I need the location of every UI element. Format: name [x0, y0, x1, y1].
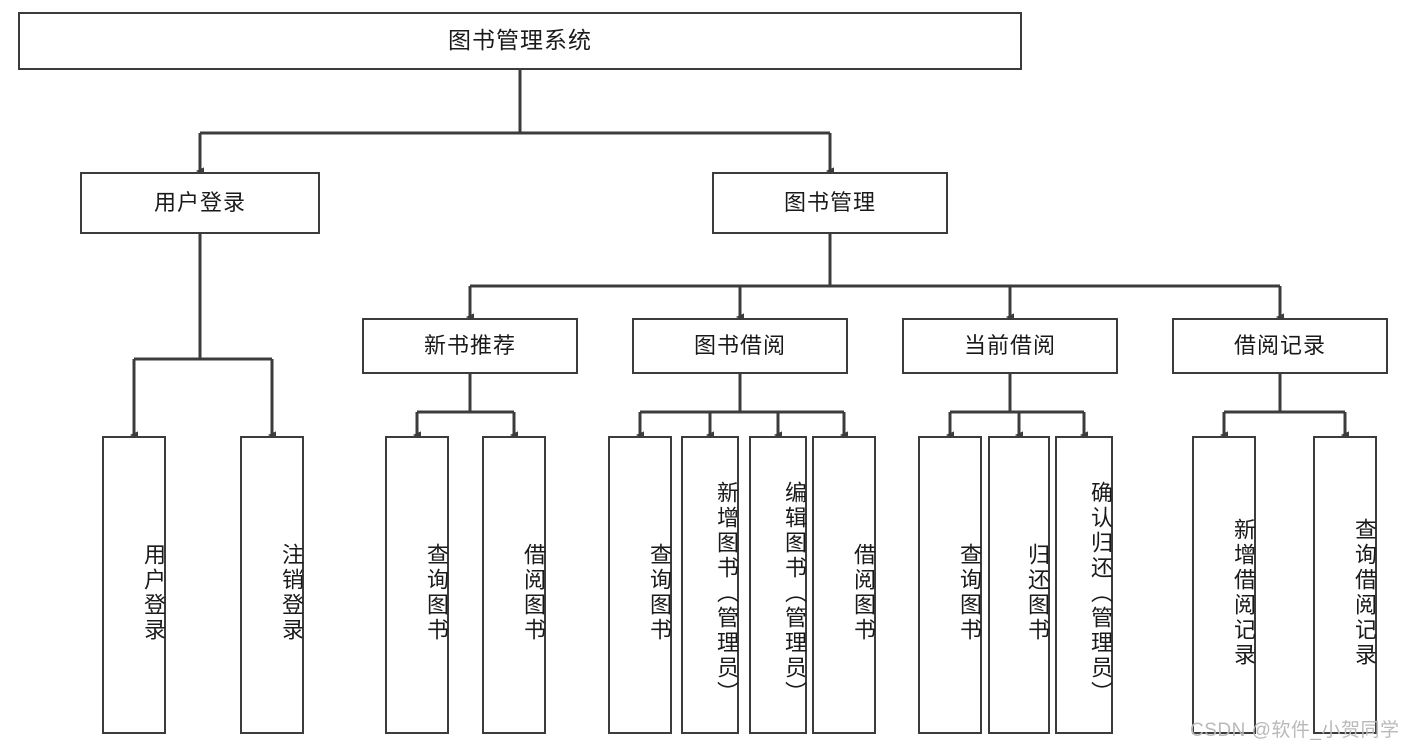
node-label: 借阅图书 — [851, 543, 876, 643]
node-label: 借阅记录 — [1233, 332, 1326, 358]
node-label: 查询图书 — [647, 543, 672, 643]
node-leaf-br-add-record[interactable]: 新增借阅记录 — [1192, 436, 1256, 734]
node-label: 归还图书 — [1025, 543, 1050, 643]
node-label: 图书管理 — [783, 189, 876, 215]
node-label: 用户登录 — [141, 543, 166, 643]
node-leaf-bb-query-book[interactable]: 查询图书 — [608, 436, 672, 734]
node-new-book-recommend[interactable]: 新书推荐 — [362, 318, 578, 374]
node-label: 查询图书 — [424, 543, 449, 643]
node-label: 注销登录 — [279, 543, 304, 643]
node-leaf-user-logout[interactable]: 注销登录 — [240, 436, 304, 734]
node-label: 借阅图书 — [521, 543, 546, 643]
node-label: 编辑图书（管理员） — [782, 480, 807, 706]
node-book-borrow[interactable]: 图书借阅 — [632, 318, 848, 374]
node-leaf-br-query-record[interactable]: 查询借阅记录 — [1313, 436, 1377, 734]
node-leaf-cb-query-book[interactable]: 查询图书 — [918, 436, 982, 734]
node-book-manage[interactable]: 图书管理 — [712, 172, 948, 234]
node-label: 图书借阅 — [693, 332, 786, 358]
node-label: 图书管理系统 — [448, 27, 592, 54]
node-leaf-bb-edit-book[interactable]: 编辑图书（管理员） — [749, 436, 807, 734]
node-leaf-bb-add-book[interactable]: 新增图书（管理员） — [681, 436, 739, 734]
node-user-login[interactable]: 用户登录 — [80, 172, 320, 234]
node-leaf-cb-return-book[interactable]: 归还图书 — [988, 436, 1050, 734]
node-root[interactable]: 图书管理系统 — [18, 12, 1022, 70]
node-label: 新增图书（管理员） — [714, 480, 739, 706]
node-label: 用户登录 — [153, 189, 246, 215]
node-label: 查询图书 — [957, 543, 982, 643]
node-leaf-bb-borrow-book[interactable]: 借阅图书 — [812, 436, 876, 734]
node-leaf-user-login[interactable]: 用户登录 — [102, 436, 166, 734]
node-leaf-nbr-borrow-book[interactable]: 借阅图书 — [482, 436, 546, 734]
node-label: 新书推荐 — [423, 332, 516, 358]
node-label: 当前借阅 — [963, 332, 1056, 358]
node-borrow-record[interactable]: 借阅记录 — [1172, 318, 1388, 374]
node-current-borrow[interactable]: 当前借阅 — [902, 318, 1118, 374]
node-leaf-nbr-query-book[interactable]: 查询图书 — [385, 436, 449, 734]
node-leaf-cb-confirm-return[interactable]: 确认归还（管理员） — [1055, 436, 1113, 734]
node-label: 新增借阅记录 — [1231, 518, 1256, 668]
node-label: 确认归还（管理员） — [1088, 480, 1113, 706]
node-label: 查询借阅记录 — [1352, 518, 1377, 668]
